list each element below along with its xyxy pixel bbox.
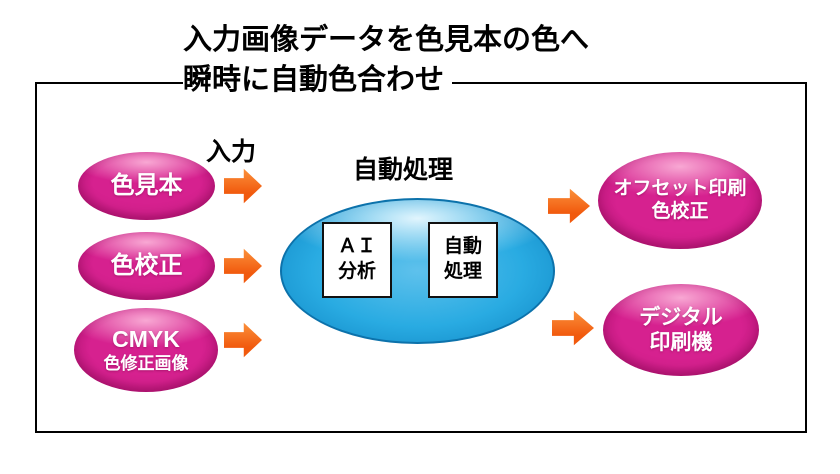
node-cmyk-label-line2: 色修正画像 <box>103 353 189 373</box>
node-auto-process <box>280 198 555 344</box>
node-offset-print-proof: オフセット印刷 色校正 <box>598 152 762 249</box>
ai-box-line1: ＡＩ <box>337 236 376 258</box>
auto-box-line1: 自動 <box>443 236 482 258</box>
auto-process-flow-label: 自動処理 <box>353 156 454 184</box>
node-digital-label-line2: 印刷機 <box>649 331 713 354</box>
node-color-sample: 色見本 <box>78 152 215 220</box>
auto-box-line2: 処理 <box>443 261 482 282</box>
ai-box-line2: 分析 <box>337 261 376 282</box>
title-line-1: 入力画像データを色見本の色へ <box>183 20 598 60</box>
process-box-ai-analysis: ＡＩ 分析 <box>322 222 392 298</box>
node-offset-label-line1: オフセット印刷 <box>613 177 747 199</box>
node-cmyk-label-line1: CMYK <box>112 326 180 352</box>
node-color-proof-label: 色校正 <box>110 251 183 279</box>
node-color-sample-label: 色見本 <box>110 171 183 199</box>
diagram-title: 入力画像データを色見本の色へ 瞬時に自動色合わせ <box>183 20 598 100</box>
node-cmyk-corrected-image: CMYK 色修正画像 <box>74 308 218 392</box>
node-digital-label-line1: デジタル <box>639 305 723 329</box>
process-box-auto-processing: 自動 処理 <box>428 222 498 298</box>
node-color-proof: 色校正 <box>78 232 215 300</box>
node-offset-label-line2: 色校正 <box>651 200 709 222</box>
title-line-2: 瞬時に自動色合わせ <box>183 60 597 100</box>
input-flow-label: 入力 <box>206 138 257 166</box>
node-digital-press: デジタル 印刷機 <box>603 284 759 376</box>
